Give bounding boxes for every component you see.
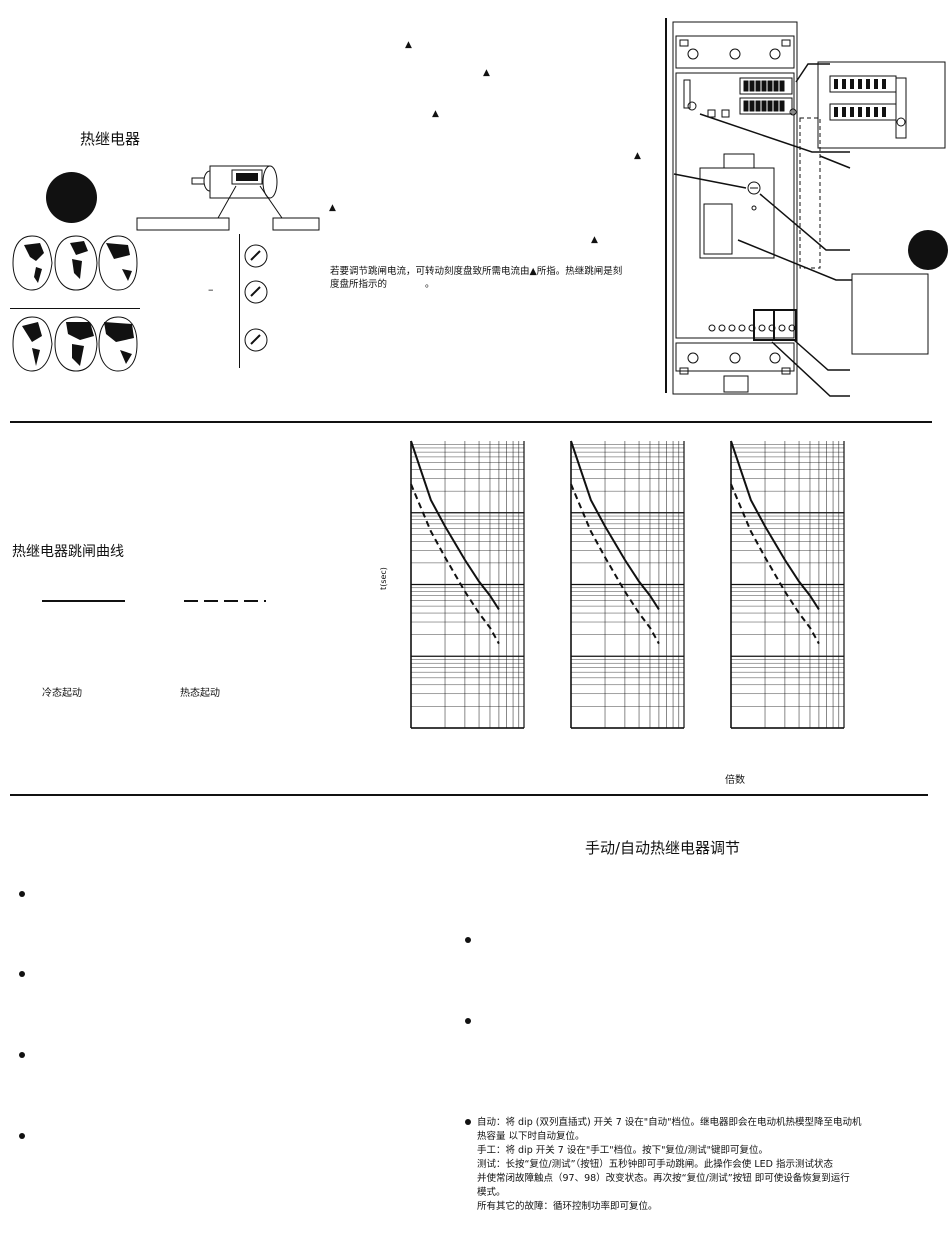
triangle-marker-icon: ▲ (483, 68, 490, 78)
legend-hot-label: 热态起动 (180, 688, 220, 699)
x-axis-label: 倍数 (725, 775, 745, 786)
hot-start-curve (410, 483, 500, 645)
section-divider (10, 421, 932, 423)
adjust-note-line1: 若要调节跳闸电流，可转动刻度盘致所需电流由▲所指。热继跳闸是刻 (330, 266, 623, 277)
cold-start-curve (410, 440, 500, 610)
section3-title: 手动/自动热继电器调节 (585, 839, 741, 857)
adjust-note-line2: 度盘所指示的 (330, 279, 388, 290)
section-divider (10, 794, 928, 796)
world-map-icon (12, 235, 138, 291)
dial-icon (244, 244, 268, 268)
range-dash: – (208, 283, 214, 296)
paragraph-line: 手工：将 dip 开关 7 设在"手工"档位。按下"复位/测试"键即可复位。 (477, 1145, 769, 1156)
bullet-icon (465, 1018, 471, 1024)
dial-icon (244, 280, 268, 304)
bullet-icon (19, 971, 25, 977)
legend-cold-label: 冷态起动 (42, 688, 82, 699)
trip-curve-chart-1 (410, 440, 525, 729)
black-dot-left (46, 172, 97, 223)
legend-solid-line (42, 600, 125, 602)
cold-start-curve (730, 440, 820, 610)
paragraph-line: 并使常闭故障触点（97、98）改变状态。再次按“复位/测试”按钮 即可使设备恢复… (477, 1173, 850, 1184)
hot-start-curve (730, 483, 820, 645)
motor-illustration (136, 165, 320, 231)
hot-start-curve (570, 483, 660, 645)
relay-device-diagram (665, 18, 948, 397)
paragraph-line: 热容量 以下时自动复位。 (477, 1131, 585, 1142)
cold-start-curve (570, 440, 660, 610)
triangle-marker-icon: ▲ (634, 151, 641, 161)
bullet-icon (19, 1133, 25, 1139)
bullet-icon (465, 937, 471, 943)
triangle-marker-icon: ▲ (329, 203, 336, 213)
triangle-marker-icon: ▲ (432, 109, 439, 119)
paragraph-line: 测试：长按“复位/测试”（按钮）五秒钟即可手动跳闸。此操作会使 LED 指示测试… (477, 1159, 833, 1170)
section1-title: 热继电器 (80, 130, 141, 148)
triangle-marker-icon: ▲ (591, 235, 598, 245)
paragraph-line: 所有其它的故障：循环控制功率即可复位。 (477, 1201, 658, 1212)
bullet-icon (19, 891, 25, 897)
world-map-icon (12, 316, 138, 372)
dial-rule (239, 234, 240, 368)
y-axis-label: t(sec) (378, 567, 388, 590)
triangle-marker-icon: ▲ (405, 40, 412, 50)
paragraph-line: 自动：将 dip (双列直插式) 开关 7 设在"自动"档位。继电器即会在电动机… (477, 1117, 862, 1128)
map-divider (10, 308, 140, 309)
bullet-icon (465, 1119, 471, 1125)
trip-curve-chart-2 (570, 440, 685, 729)
bullet-icon (19, 1052, 25, 1058)
legend-dashed-line (184, 600, 266, 602)
adjust-note-line2-end: 。 (425, 279, 435, 290)
trip-curve-chart-3 (730, 440, 845, 729)
paragraph-line: 模式。 (477, 1187, 506, 1198)
section2-title: 热继电器跳闸曲线 (12, 544, 124, 560)
dial-icon (244, 328, 268, 352)
